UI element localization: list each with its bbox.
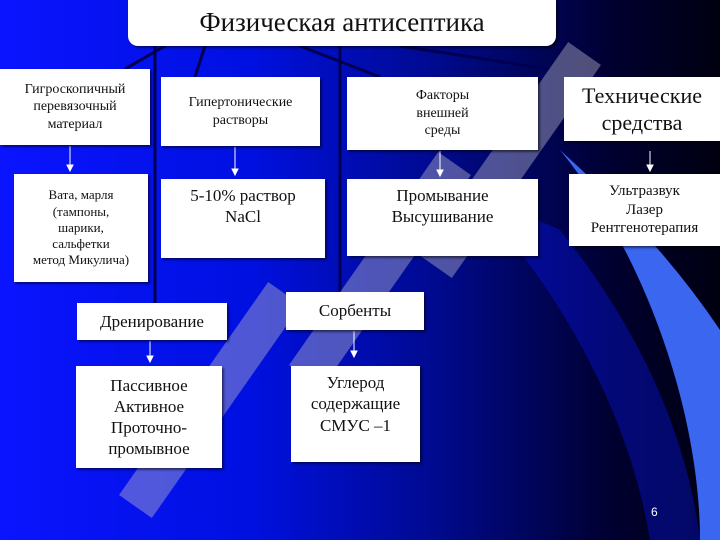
page-number: 6 [651,505,658,519]
category-drainage: Дренирование [77,303,227,340]
detail-environment: Промывание Высушивание [347,179,538,256]
detail-hygroscopic: Вата, марля (тампоны, шарики, сальфетки … [14,174,148,282]
page-title: Физическая антисептика [128,0,556,46]
detail-sorbents: Углерод содержащие СМУС –1 [291,366,420,462]
detail-hypertonic: 5-10% раствор NaCl [161,179,325,258]
category-sorbents: Сорбенты [286,292,424,330]
detail-technical: Ультразвук Лазер Рентгенотерапия [569,174,720,246]
category-hypertonic: Гипертонические растворы [161,77,320,146]
category-environment: Факторы внешней среды [347,77,538,150]
category-hygroscopic: Гигроскопичный перевязочный материал [0,69,150,145]
category-technical: Технические средства [564,77,720,141]
detail-drainage: Пассивное Активное Проточно- промывное [76,366,222,468]
